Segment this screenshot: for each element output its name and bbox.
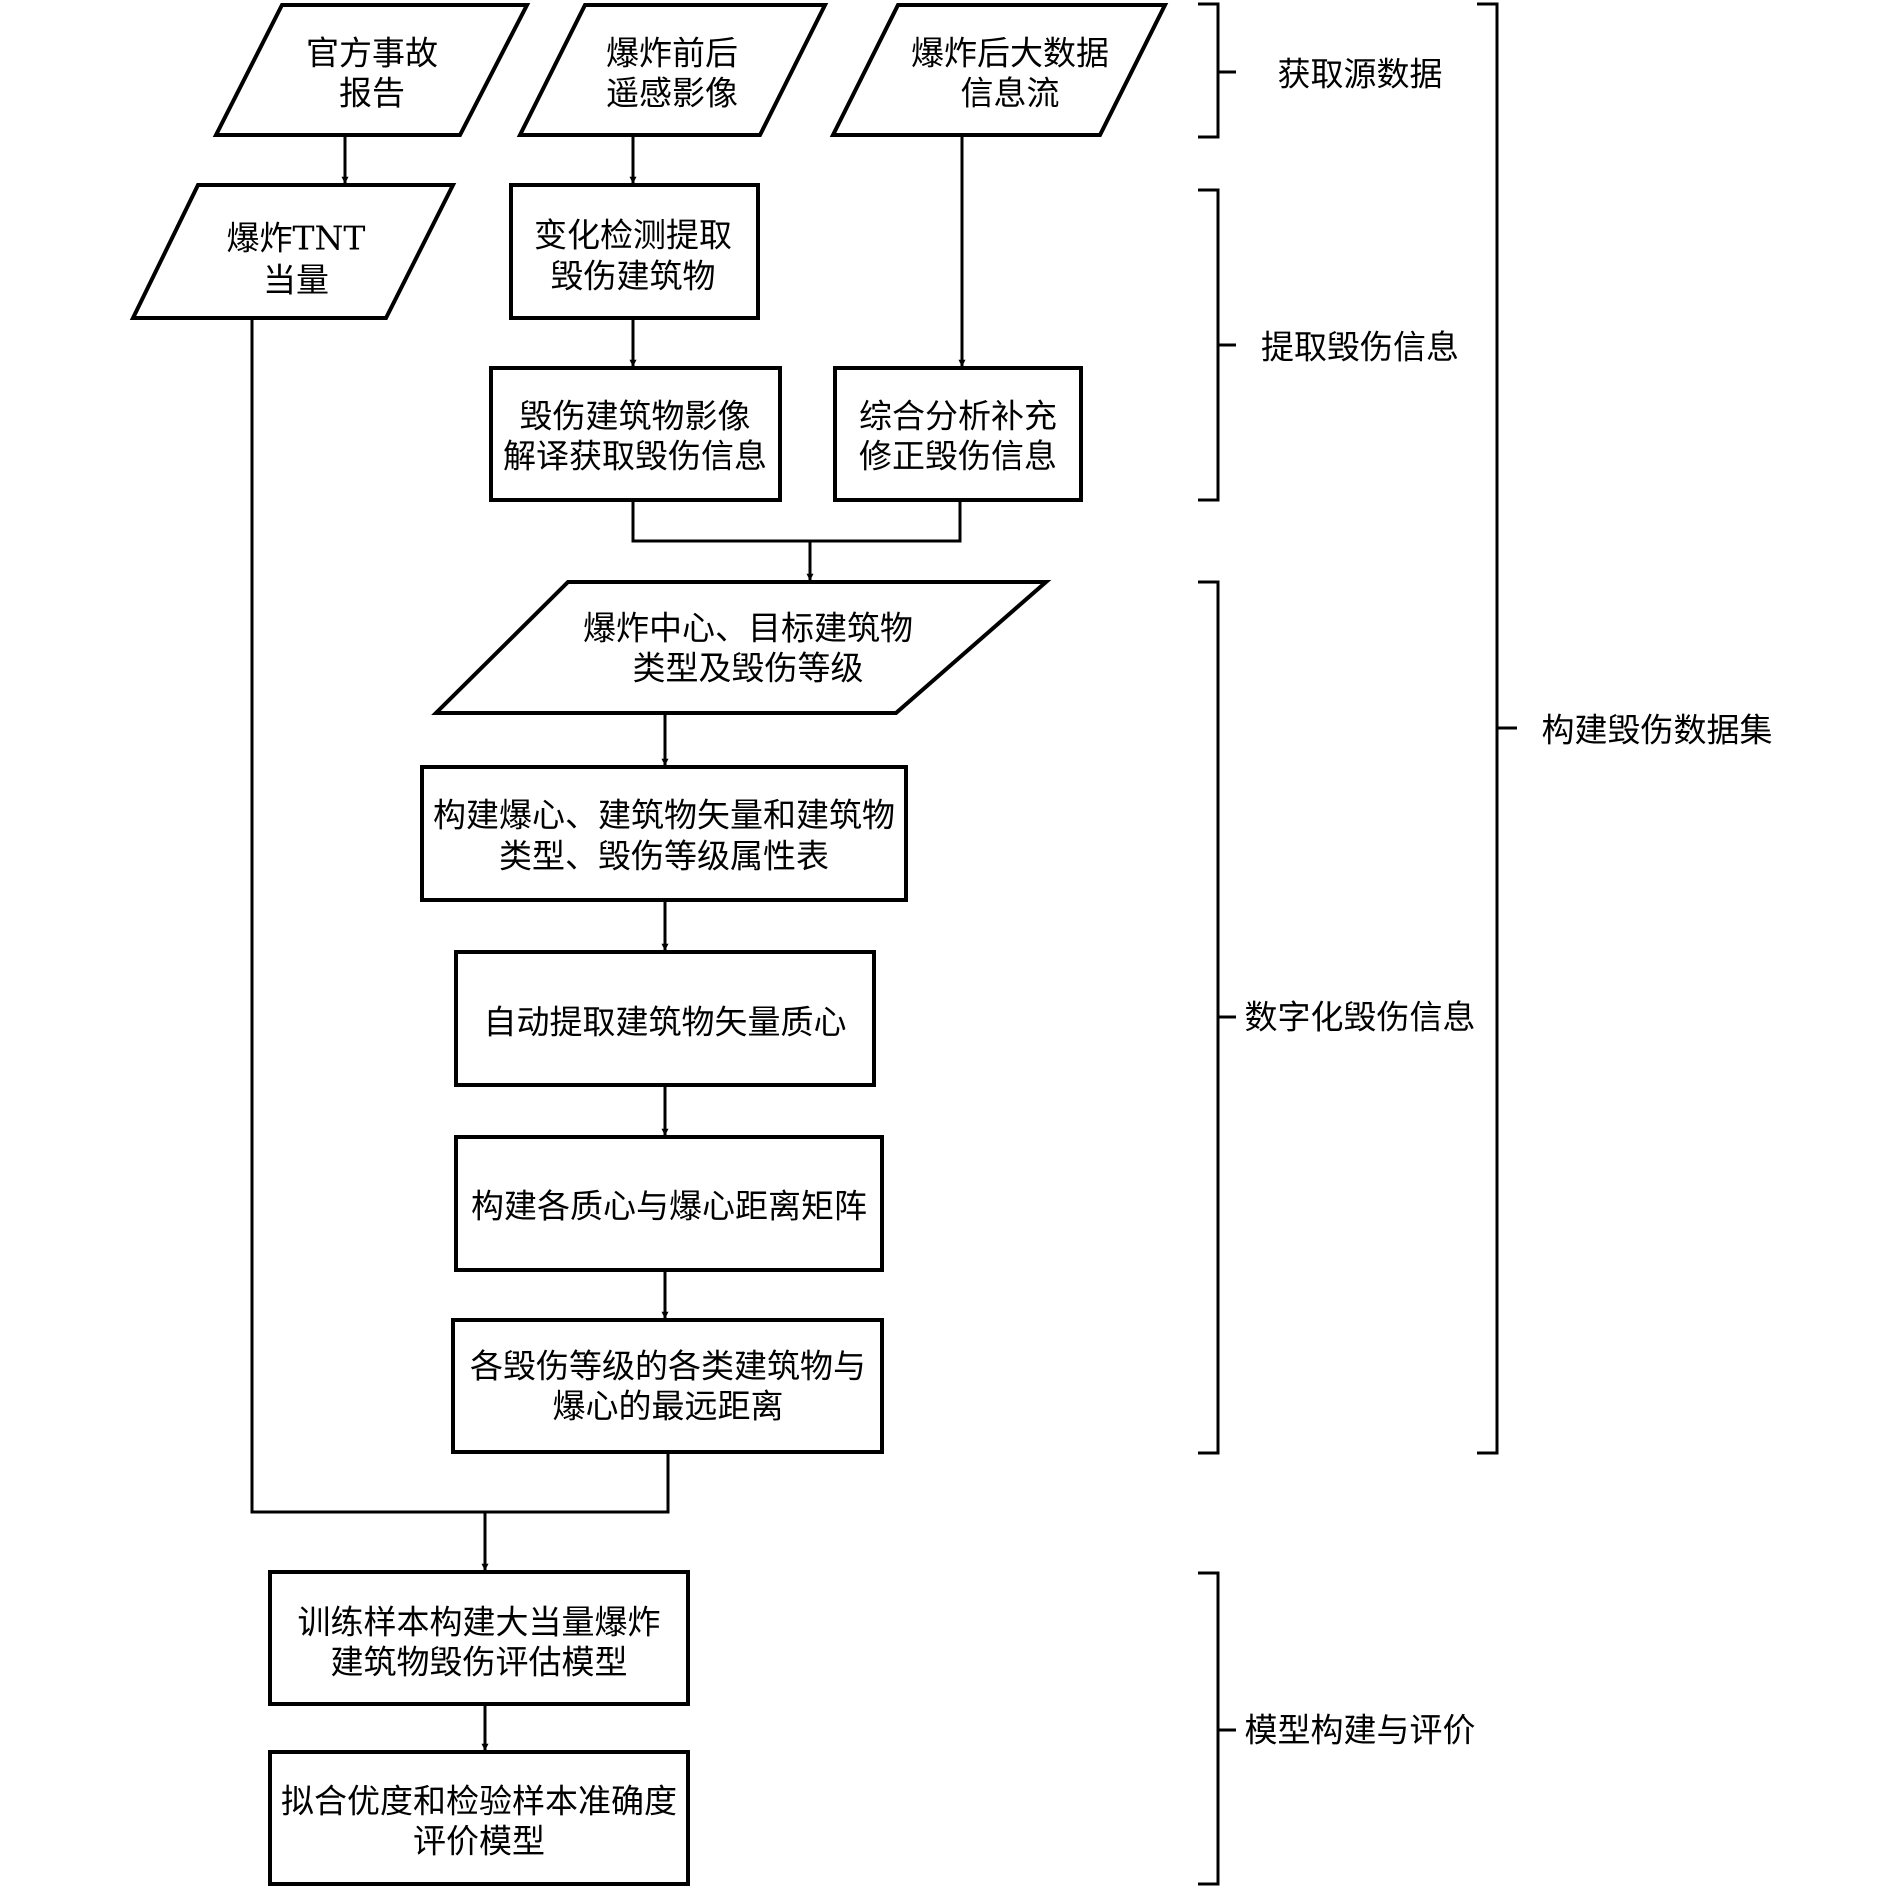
node-rs-images: 爆炸前后 遥感影像 (516, 2, 829, 137)
node-tnt-equivalent-line-1: 爆炸TNT (227, 219, 366, 258)
label-model-evaluate: 模型构建与评价 (1245, 1711, 1476, 1750)
node-attribute-table: 构建爆心、建筑物矢量和建筑物 类型、毁伤等级属性表 (420, 765, 908, 902)
node-rs-images-line-1: 爆炸前后 (606, 34, 738, 73)
node-comprehensive: 综合分析补充 修正毁伤信息 (833, 366, 1083, 502)
node-distance-matrix: 构建各质心与爆心距离矩阵 (454, 1135, 884, 1272)
node-bigdata-stream-line-1: 爆炸后大数据 (911, 34, 1109, 73)
bracket-build-dataset: 构建毁伤数据集 (1477, 2, 1773, 1455)
node-tnt-equivalent: 爆炸TNT 当量 (129, 183, 457, 320)
node-tnt-equivalent-line-2: 当量 (263, 261, 329, 300)
node-comprehensive-line-1: 综合分析补充 (859, 397, 1057, 436)
node-image-interpret-line-1: 毁伤建筑物影像 (520, 397, 751, 436)
node-max-distance-line-1: 各毁伤等级的各类建筑物与 (470, 1347, 866, 1386)
label-acquire-source: 获取源数据 (1278, 55, 1443, 94)
label-digitize-damage: 数字化毁伤信息 (1245, 998, 1476, 1037)
node-bigdata-stream-line-2: 信息流 (961, 74, 1060, 113)
bracket-digitize-damage: 数字化毁伤信息 (1198, 580, 1476, 1455)
node-change-detection-line-1: 变化检测提取 (534, 216, 732, 255)
label-extract-damage: 提取毁伤信息 (1261, 328, 1459, 367)
node-build-model-line-2: 建筑物毁伤评估模型 (331, 1643, 628, 1682)
bracket-acquire-source: 获取源数据 (1198, 2, 1443, 139)
node-center-types-line-2: 类型及毁伤等级 (633, 649, 864, 688)
node-centroid: 自动提取建筑物矢量质心 (454, 950, 876, 1087)
node-max-distance-line-2: 爆心的最远距离 (553, 1387, 784, 1426)
connector-interpret-comprehensive-merge (631, 500, 962, 543)
node-official-report-line-1: 官方事故 (306, 34, 438, 73)
node-official-report-line-2: 报告 (339, 74, 405, 113)
node-rs-images-line-2: 遥感影像 (606, 74, 738, 113)
node-image-interpret: 毁伤建筑物影像 解译获取毁伤信息 (489, 366, 782, 502)
node-centroid-line-1: 自动提取建筑物矢量质心 (484, 1003, 847, 1042)
node-attribute-table-line-1: 构建爆心、建筑物矢量和建筑物 (433, 796, 895, 835)
node-change-detection: 变化检测提取 毁伤建筑物 (509, 183, 760, 320)
label-build-dataset: 构建毁伤数据集 (1542, 711, 1773, 750)
node-comprehensive-line-2: 修正毁伤信息 (859, 437, 1057, 476)
node-build-model: 训练样本构建大当量爆炸 建筑物毁伤评估模型 (268, 1570, 690, 1706)
connectors (250, 135, 966, 1751)
node-max-distance: 各毁伤等级的各类建筑物与 爆心的最远距离 (451, 1318, 884, 1454)
node-evaluate-model-line-2: 评价模型 (413, 1822, 545, 1861)
node-bigdata-stream: 爆炸后大数据 信息流 (829, 2, 1169, 137)
bracket-model-evaluate: 模型构建与评价 (1198, 1571, 1476, 1886)
node-change-detection-line-2: 毁伤建筑物 (551, 257, 716, 296)
node-evaluate-model: 拟合优度和检验样本准确度 评价模型 (268, 1750, 690, 1886)
node-official-report: 官方事故 报告 (212, 3, 531, 137)
node-build-model-line-1: 训练样本构建大当量爆炸 (298, 1603, 661, 1642)
node-image-interpret-line-2: 解译获取毁伤信息 (503, 437, 767, 476)
node-center-types: 爆炸中心、目标建筑物 类型及毁伤等级 (431, 580, 1052, 715)
bracket-extract-damage: 提取毁伤信息 (1198, 188, 1459, 502)
node-center-types-line-1: 爆炸中心、目标建筑物 (583, 609, 913, 648)
connector-tnt-down (250, 318, 670, 1514)
node-evaluate-model-line-1: 拟合优度和检验样本准确度 (281, 1782, 677, 1821)
node-attribute-table-line-2: 类型、毁伤等级属性表 (499, 837, 829, 876)
node-distance-matrix-line-1: 构建各质心与爆心距离矩阵 (471, 1187, 867, 1226)
